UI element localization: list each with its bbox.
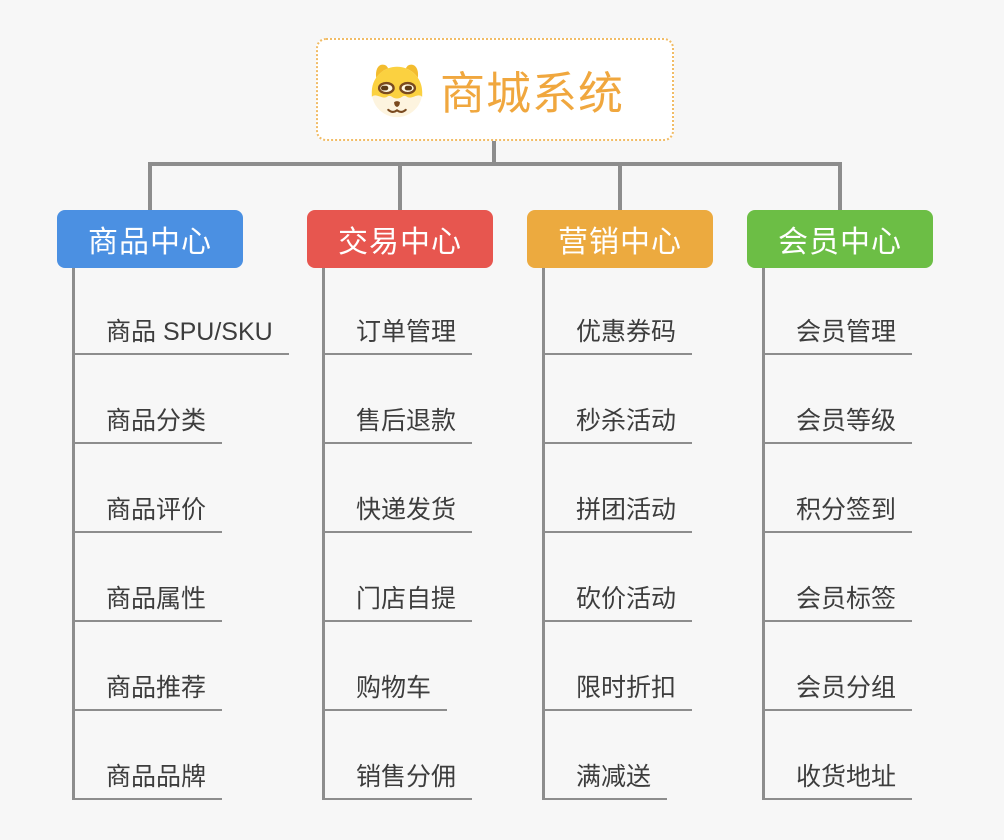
shiba-dog-icon [371, 64, 423, 117]
child-topic-item[interactable]: 商品属性 [75, 533, 223, 622]
child-topic-item[interactable]: 会员等级 [765, 355, 913, 444]
child-topic-item[interactable]: 门店自提 [325, 533, 473, 622]
child-topic-item[interactable]: 商品分类 [75, 355, 223, 444]
child-topic-item[interactable]: 会员分组 [765, 622, 913, 711]
child-topic-item[interactable]: 拼团活动 [545, 444, 693, 533]
child-topic-item[interactable]: 商品 SPU/SKU [75, 266, 289, 355]
child-topic-item[interactable]: 会员管理 [765, 266, 913, 355]
child-topic-item[interactable]: 会员标签 [765, 533, 913, 622]
child-topic-item[interactable]: 销售分佣 [325, 711, 473, 800]
child-topic-item[interactable]: 收货地址 [765, 711, 913, 800]
root-node[interactable]: 商城系统 [316, 38, 674, 141]
connector-drop-line [398, 164, 402, 210]
branch-children-column: 优惠券码 秒杀活动 拼团活动 砍价活动 限时折扣 满减送 [542, 266, 693, 800]
branch-node-trade-center[interactable]: 交易中心 [307, 210, 493, 268]
child-topic-item[interactable]: 砍价活动 [545, 533, 693, 622]
child-topic-item[interactable]: 购物车 [325, 622, 448, 711]
connector-drop-line [838, 164, 842, 210]
branch-children-column: 订单管理 售后退款 快递发货 门店自提 购物车 销售分佣 [322, 266, 473, 800]
child-topic-item[interactable]: 商品品牌 [75, 711, 223, 800]
branch-children-column: 会员管理 会员等级 积分签到 会员标签 会员分组 收货地址 [762, 266, 913, 800]
branch-children-column: 商品 SPU/SKU 商品分类 商品评价 商品属性 商品推荐 商品品牌 [72, 266, 289, 800]
child-topic-item[interactable]: 秒杀活动 [545, 355, 693, 444]
child-topic-item[interactable]: 满减送 [545, 711, 668, 800]
child-topic-item[interactable]: 订单管理 [325, 266, 473, 355]
branch-node-marketing-center[interactable]: 营销中心 [527, 210, 713, 268]
child-topic-item[interactable]: 商品评价 [75, 444, 223, 533]
root-title: 商城系统 [439, 68, 624, 119]
branch-node-product-center[interactable]: 商品中心 [57, 210, 243, 268]
connector-horizontal-bar [148, 162, 842, 166]
child-topic-item[interactable]: 积分签到 [765, 444, 913, 533]
connector-drop-line [618, 164, 622, 210]
child-topic-item[interactable]: 商品推荐 [75, 622, 223, 711]
child-topic-item[interactable]: 限时折扣 [545, 622, 693, 711]
child-topic-item[interactable]: 快递发货 [325, 444, 473, 533]
child-topic-item[interactable]: 售后退款 [325, 355, 473, 444]
child-topic-item[interactable]: 优惠券码 [545, 266, 693, 355]
connector-root-stub [492, 141, 496, 164]
connector-drop-line [148, 164, 152, 210]
branch-node-member-center[interactable]: 会员中心 [747, 210, 933, 268]
